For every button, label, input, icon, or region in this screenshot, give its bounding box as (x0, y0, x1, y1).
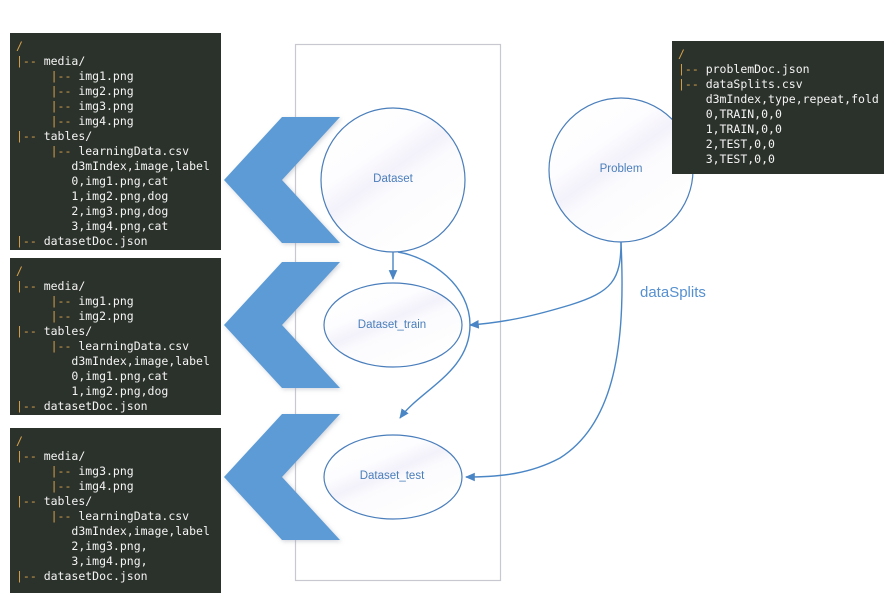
tree-line: |-- img3.png (16, 464, 134, 478)
tree-line: d3mIndex,image,label (71, 354, 210, 368)
tree-line: |-- media/ (16, 54, 86, 68)
tree-line: |-- datasetDoc.json (16, 234, 148, 248)
chevron-dataset-full (224, 117, 340, 243)
tree-line: |-- tables/ (16, 324, 93, 338)
edge-problem-to-train (469, 241, 622, 329)
tree-line: |-- datasetDoc.json (16, 569, 148, 583)
tree-line: / (678, 47, 685, 61)
tree-line: d3mIndex,type,repeat,fold (705, 92, 879, 106)
tree-line: |-- media/ (16, 449, 86, 463)
tree-line: |-- img1.png (16, 294, 134, 308)
dataset-test-tree: /|-- media/ |-- img3.png |-- img4.png|--… (10, 428, 221, 593)
tree-line: |-- dataSplits.csv (678, 77, 803, 91)
dataset-full-tree: /|-- media/ |-- img1.png |-- img2.png |-… (10, 33, 221, 250)
tree-line: / (16, 434, 23, 448)
node-dataset-test-ellipse (323, 434, 463, 520)
chevron-dataset-train (224, 262, 340, 388)
tree-line: |-- tables/ (16, 494, 93, 508)
node-dataset-train-ellipse (323, 282, 463, 368)
tree-line: |-- learningData.csv (16, 509, 190, 523)
tree-line: |-- tables/ (16, 129, 93, 143)
tree-line: / (16, 39, 23, 53)
tree-line: d3mIndex,image,label (71, 524, 210, 538)
tree-line: |-- datasetDoc.json (16, 399, 148, 413)
tree-line: 3,img4.png, (71, 554, 148, 568)
tree-line: 2,TEST,0,0 (705, 137, 775, 151)
tree-line: |-- img4.png (16, 114, 134, 128)
tree-line: / (16, 264, 23, 278)
tree-line: |-- img2.png (16, 309, 134, 323)
node-label-dataset: Dataset (373, 173, 413, 185)
tree-line: 0,img1.png,cat (71, 174, 169, 188)
tree-line: |-- img1.png (16, 69, 134, 83)
tree-line: 1,img2.png,dog (71, 189, 169, 203)
edge-problem-to-test (465, 241, 623, 482)
node-label-dataset-train: Dataset_train (357, 319, 427, 331)
tree-line: 2,img3.png,dog (71, 204, 169, 218)
chevron-dataset-test (224, 414, 340, 540)
tree-line: 3,TEST,0,0 (705, 152, 775, 166)
tree-line: |-- learningData.csv (16, 144, 190, 158)
tree-line: |-- img3.png (16, 99, 134, 113)
tree-line: |-- learningData.csv (16, 339, 190, 353)
tree-line: |-- img4.png (16, 479, 134, 493)
tree-line: 0,TRAIN,0,0 (705, 107, 782, 121)
tree-line: |-- media/ (16, 279, 86, 293)
problem-tree: /|-- problemDoc.json|-- dataSplits.csv d… (672, 41, 884, 174)
tree-line: 0,img1.png,cat (71, 369, 169, 383)
tree-line: 1,TRAIN,0,0 (705, 122, 782, 136)
tree-line: 1,img2.png,dog (71, 384, 169, 398)
edge-label-datasplits: dataSplits (640, 284, 706, 301)
node-label-dataset-test: Dataset_test (359, 470, 425, 482)
tree-line: d3mIndex,image,label (71, 159, 210, 173)
node-label-problem: Problem (599, 163, 643, 175)
dataset-train-tree: /|-- media/ |-- img1.png |-- img2.png|--… (10, 258, 221, 415)
tree-line: |-- problemDoc.json (678, 62, 810, 76)
tree-line: 2,img3.png, (71, 539, 148, 553)
tree-line: 3,img4.png,cat (71, 219, 169, 233)
tree-line: |-- img2.png (16, 84, 134, 98)
